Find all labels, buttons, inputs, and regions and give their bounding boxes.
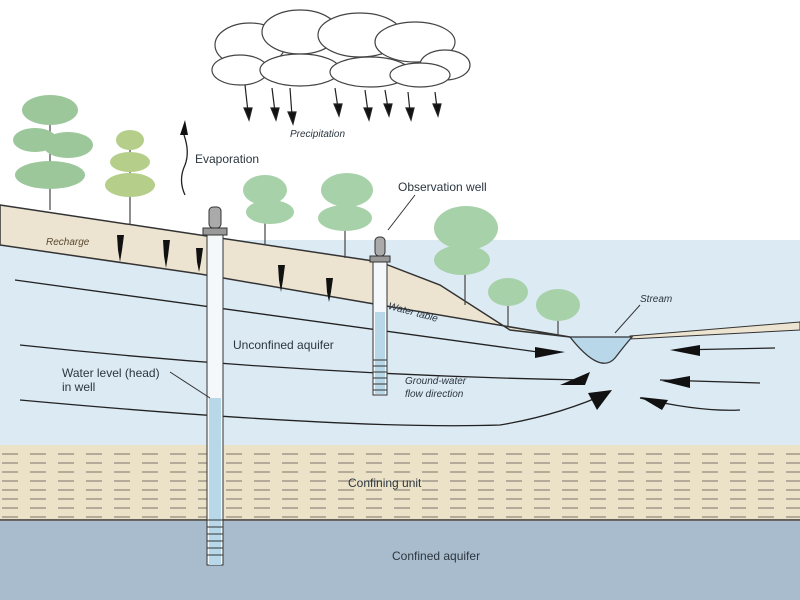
- observation-well: [369, 236, 391, 396]
- label-evaporation: Evaporation: [195, 152, 260, 166]
- label-observation-well: Observation well: [398, 180, 487, 194]
- confining-unit-dashes: [0, 447, 800, 519]
- confined-aquifer-layer: [0, 521, 800, 600]
- unsaturated-soil-zone: [0, 204, 571, 338]
- label-water-level-line2: in well: [62, 380, 96, 394]
- label-water-level-line1: Water level (head): [62, 366, 160, 380]
- flow-arrowheads: [535, 345, 700, 410]
- well-left: [202, 206, 228, 566]
- label-confined-aquifer: Confined aquifer: [392, 549, 481, 563]
- evaporation-arrow: [180, 120, 188, 196]
- label-stream: Stream: [640, 294, 673, 305]
- label-unconfined-aquifer: Unconfined aquifer: [233, 338, 334, 352]
- stream-channel: [568, 336, 634, 364]
- label-flow-line1: Ground-water: [405, 376, 467, 387]
- rain-arrows: [243, 84, 442, 126]
- label-precipitation: Precipitation: [290, 129, 346, 140]
- trees: [13, 95, 580, 335]
- label-confining-unit: Confining unit: [348, 476, 422, 490]
- leader-lines: [169, 194, 641, 399]
- recharge-arrows: [117, 235, 333, 302]
- clouds: [211, 9, 471, 88]
- label-flow-line2: flow direction: [405, 389, 464, 400]
- label-recharge: Recharge: [46, 237, 90, 248]
